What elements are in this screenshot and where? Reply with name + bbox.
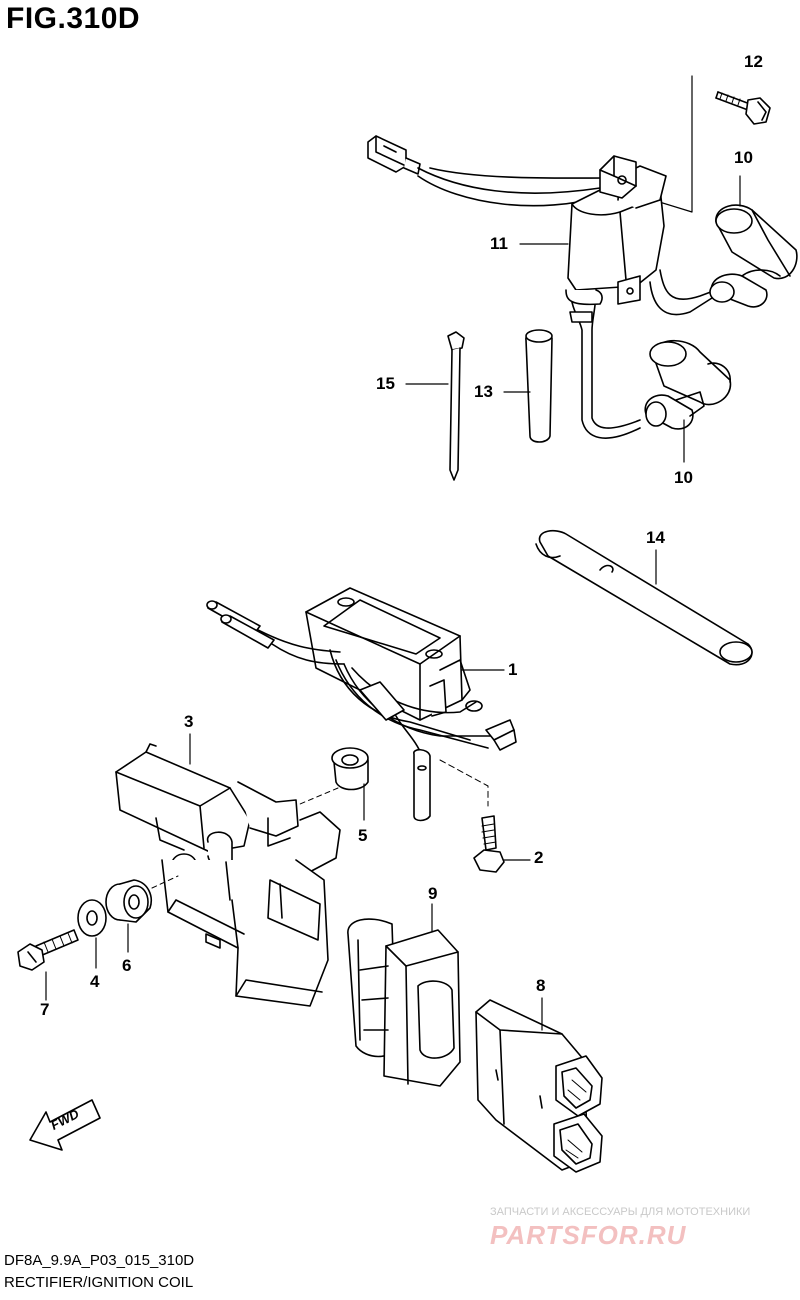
callout-5: 5 [358, 826, 368, 845]
grommet-path [299, 787, 339, 805]
watermark-logo: PARTSFOR.RU [490, 1220, 687, 1250]
washer-4 [77, 899, 107, 937]
grommet-5 [331, 747, 369, 791]
callout-4: 4 [90, 972, 100, 991]
callout-7: 7 [40, 1000, 50, 1019]
callout-2: 2 [534, 848, 544, 867]
ignition-coil-11 [367, 135, 717, 439]
ignition-module-8 [475, 999, 603, 1173]
bolt-2-path [439, 759, 489, 807]
model-code: DF8A_9.9A_P03_015_310D [4, 1252, 195, 1269]
fwd-arrow [29, 1099, 101, 1151]
rectifier-1 [206, 587, 517, 822]
callout-3: 3 [184, 712, 194, 731]
bolt-2 [473, 815, 505, 873]
cable-tie-15 [447, 331, 465, 481]
watermark-tagline: ЗАПЧАСТИ И АКСЕССУАРЫ ДЛЯ МОТОТЕХНИКИ [490, 1206, 751, 1218]
callout-10-upper: 10 [734, 148, 753, 167]
callout-15: 15 [376, 374, 395, 393]
callout-13: 13 [474, 382, 493, 401]
callout-1: 1 [508, 660, 518, 679]
callout-9: 9 [428, 884, 438, 903]
callout-6: 6 [122, 956, 132, 975]
plug-cap-10-lower [644, 340, 732, 430]
callout-8: 8 [536, 976, 546, 995]
callout-14: 14 [646, 528, 665, 547]
bracket-3 [115, 743, 341, 1007]
section-name: RECTIFIER/IGNITION COIL [4, 1274, 194, 1291]
grommet6-path [151, 875, 179, 889]
bolt-7 [17, 929, 79, 971]
sleeve-13 [525, 329, 553, 443]
plug-cap-10-upper [709, 204, 798, 308]
grommet-6 [105, 879, 152, 923]
bolt-12 [715, 91, 771, 125]
tube-14 [535, 529, 753, 666]
figure-title: FIG.310D [6, 2, 141, 35]
callout-10-lower: 10 [674, 468, 693, 487]
callout-12: 12 [744, 52, 763, 71]
callout-11: 11 [490, 234, 508, 253]
cover-9 [347, 918, 461, 1087]
